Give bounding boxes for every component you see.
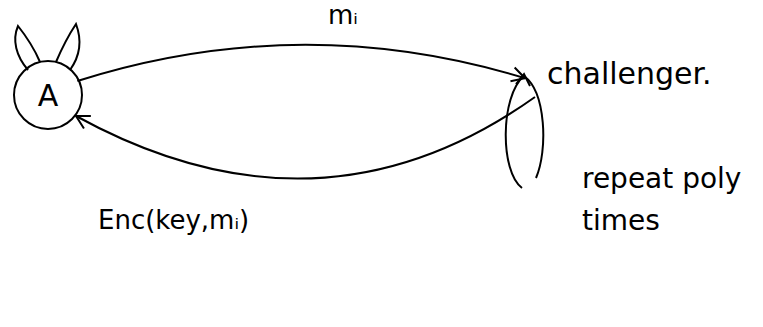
node-text: challenger. — [547, 56, 712, 91]
challenger-node: challenger. — [525, 50, 716, 97]
arrowhead — [76, 116, 91, 129]
arrow-curve — [76, 97, 535, 179]
devil-horn — [15, 26, 40, 70]
message-arrow — [76, 97, 535, 179]
node-text: A — [38, 78, 59, 113]
arrow-curve — [77, 45, 525, 81]
devil-horn — [56, 24, 79, 70]
repeat-loop — [506, 76, 544, 188]
arrowhead — [510, 68, 525, 82]
message-arrow — [77, 45, 525, 81]
note-label: repeat poly times — [582, 158, 747, 242]
arrow-label: Enc(key,mᵢ) — [95, 205, 252, 235]
adversary-circle: A — [13, 60, 83, 130]
arrow-label: mᵢ — [325, 0, 361, 30]
